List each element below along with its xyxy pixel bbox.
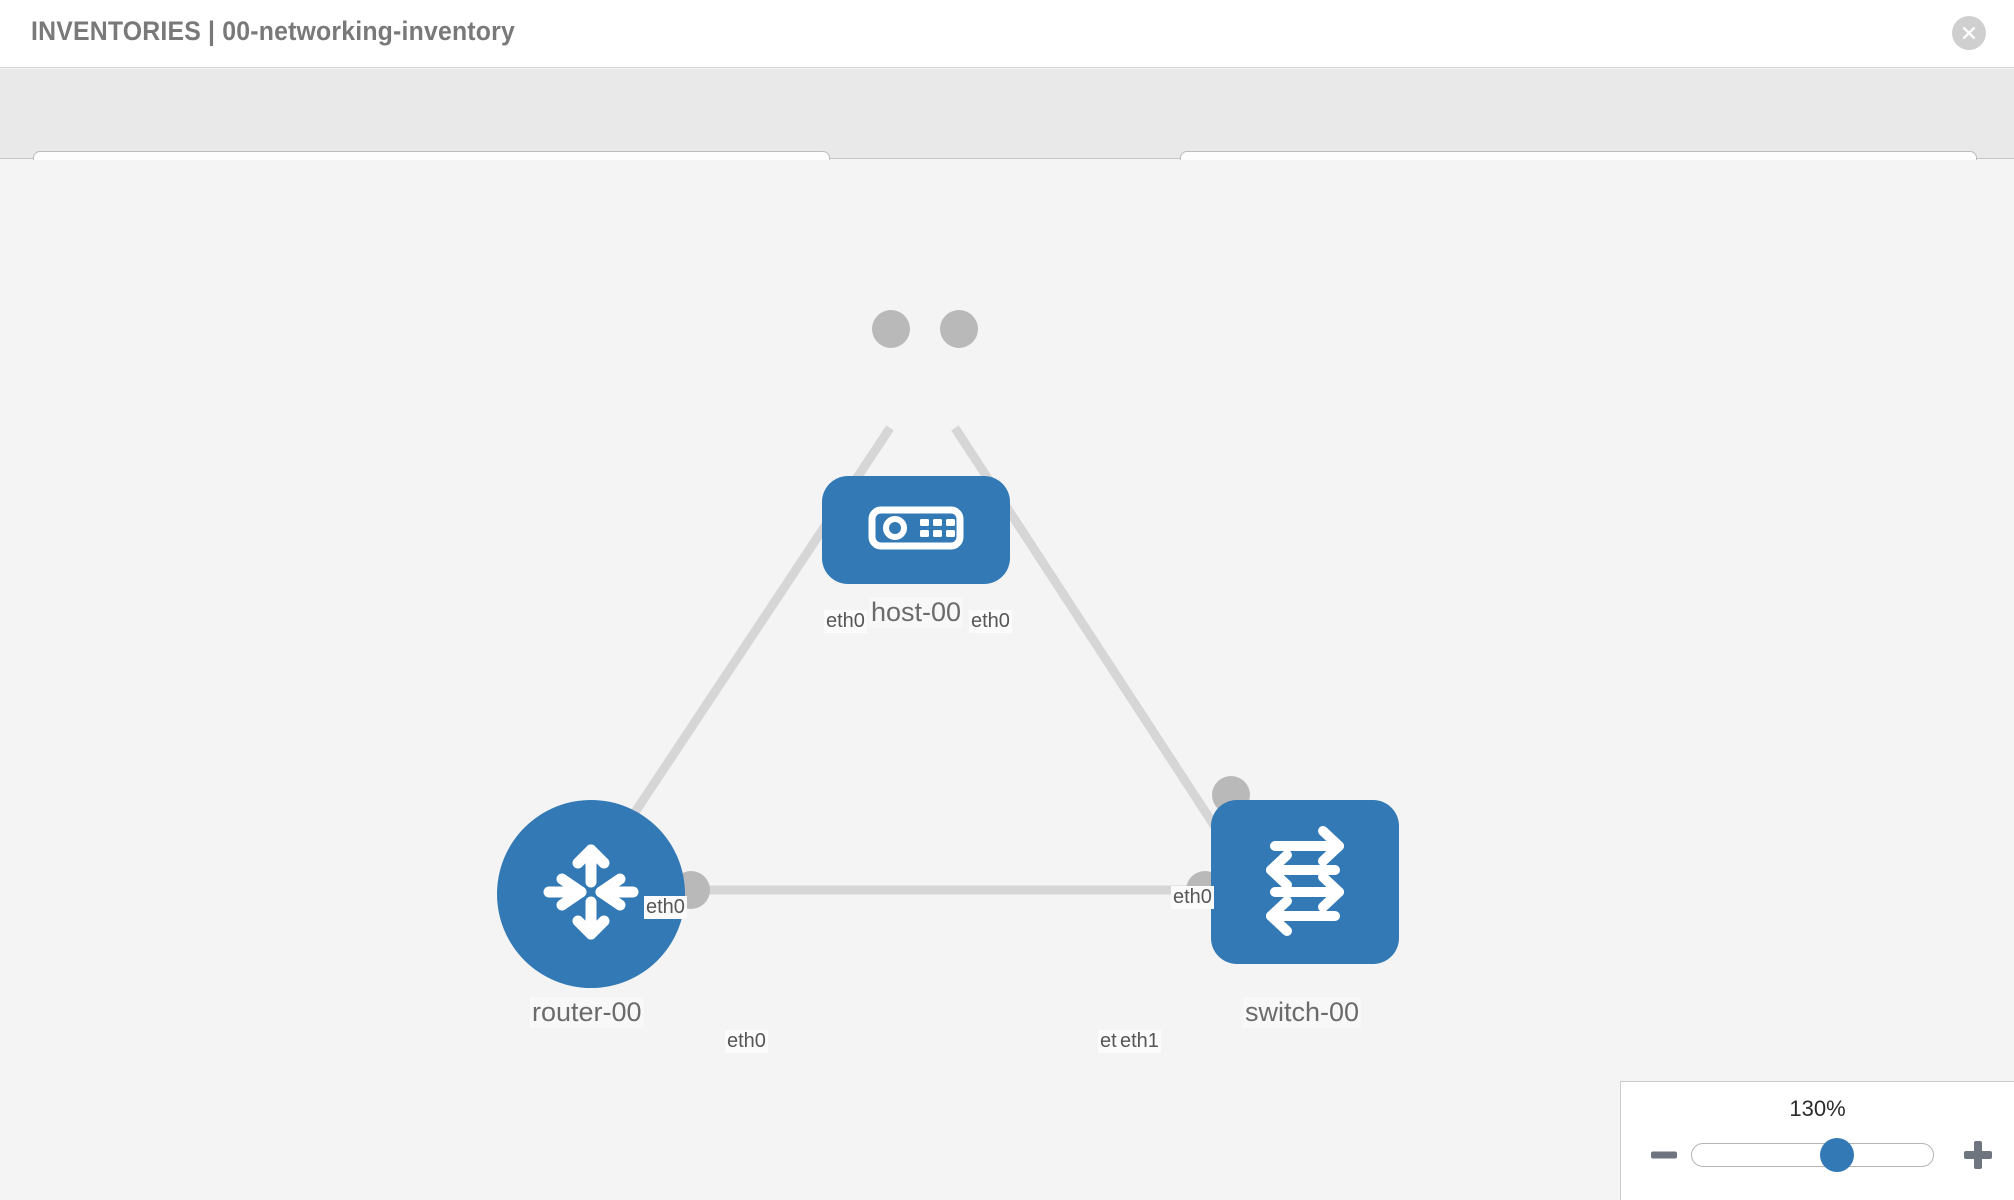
switch-node-shape[interactable] (1211, 800, 1399, 964)
iface-label-router-up: eth0 (644, 896, 687, 919)
topology-links (596, 425, 1244, 895)
zoom-percent-label: 130% (1789, 1096, 1846, 1121)
iface-label-host-right: eth0 (969, 610, 1012, 633)
switch-icon (1247, 822, 1363, 943)
connector-host-right (940, 310, 978, 348)
zoom-slider-track[interactable] (1691, 1138, 1934, 1172)
close-button[interactable] (1952, 16, 1986, 50)
zoom-in-button[interactable] (1964, 1141, 1992, 1169)
zoom-slider-thumb[interactable] (1819, 1138, 1854, 1172)
router-icon (536, 837, 646, 952)
iface-label-switch-up: eth0 (1171, 886, 1214, 909)
page-header: INVENTORIES | 00-networking-inventory (0, 0, 2014, 68)
topology-node-label-switch: switch-00 (1243, 997, 1362, 1028)
zoom-control[interactable]: 130% (1620, 1081, 2014, 1200)
toolbar: ACTIONS SEARCH (0, 69, 2014, 203)
topology-node-label-host: host-00 (869, 597, 964, 628)
zoom-slider-row (1621, 1130, 2014, 1180)
router-node-shape[interactable] (497, 800, 685, 988)
host-node-shape[interactable] (822, 476, 1010, 584)
zoom-out-button[interactable] (1651, 1151, 1677, 1159)
page-title: INVENTORIES | 00-networking-inventory (31, 16, 515, 46)
connector-host-left (872, 310, 910, 348)
topology-node-label-router: router-00 (530, 997, 644, 1028)
iface-label-switch-left: eth1 (1118, 1030, 1161, 1053)
server-icon (868, 502, 964, 559)
iface-label-router-right: eth0 (725, 1030, 768, 1053)
iface-label-host-left: eth0 (824, 610, 867, 633)
topology-canvas[interactable]: host-00 (0, 160, 2014, 1200)
